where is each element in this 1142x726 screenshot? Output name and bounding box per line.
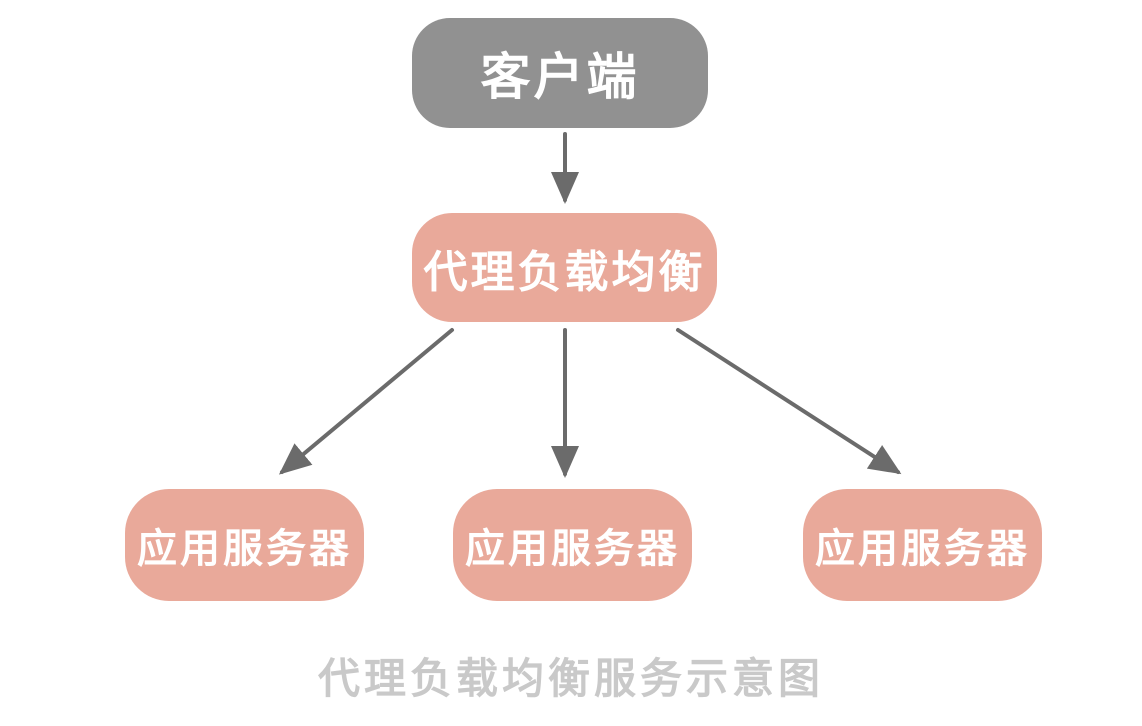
- node-app-server-1: 应用服务器: [125, 489, 364, 601]
- node-app-server-3-label: 应用服务器: [815, 526, 1030, 572]
- node-client-label: 客户端: [480, 48, 640, 106]
- diagram-caption: 代理负载均衡服务示意图: [317, 654, 824, 703]
- node-app-server-1-label: 应用服务器: [137, 526, 352, 572]
- node-app-server-2: 应用服务器: [453, 489, 692, 601]
- node-app-server-3: 应用服务器: [803, 489, 1042, 601]
- node-proxy-load-balancer-label: 代理负载均衡: [423, 246, 706, 298]
- node-app-server-2-label: 应用服务器: [465, 526, 680, 572]
- edge-balancer-server3-arrow: [676, 328, 902, 475]
- node-client: 客户端: [412, 18, 708, 128]
- node-proxy-load-balancer: 代理负载均衡: [412, 213, 717, 322]
- edge-balancer-server1-arrow: [278, 328, 454, 475]
